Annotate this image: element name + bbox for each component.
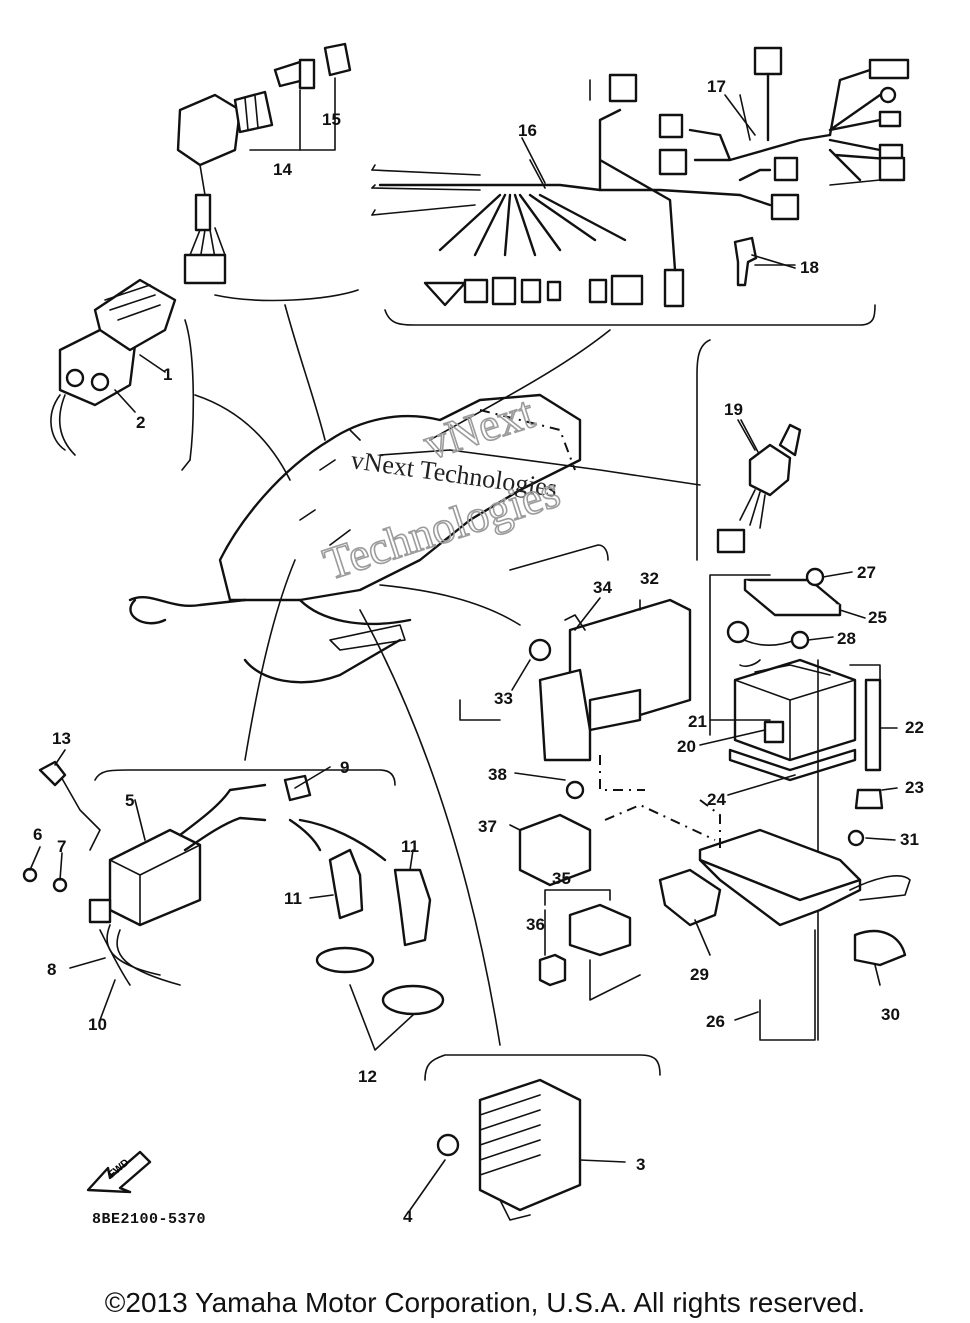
diagram-part-code: 8BE2100-5370 — [92, 1211, 207, 1228]
callout-34: 34 — [593, 578, 612, 597]
callout-9: 9 — [340, 758, 349, 777]
voltage-regulator — [424, 1054, 661, 1221]
callout-32: 32 — [640, 569, 659, 588]
callout-19: 19 — [724, 400, 743, 419]
callout-38: 38 — [488, 765, 507, 784]
callout-3: 3 — [636, 1155, 645, 1174]
ignition-coil-assembly — [22, 760, 445, 1051]
wire-harness — [371, 46, 910, 326]
callout-8: 8 — [47, 960, 56, 979]
callout-28: 28 — [837, 629, 856, 648]
callout-1: 1 — [163, 365, 172, 384]
kill-switch-assembly — [696, 339, 802, 561]
battery-bracket — [658, 799, 911, 1041]
callout-37: 37 — [478, 817, 497, 836]
callout-12: 12 — [358, 1067, 377, 1086]
callout-numbers: 1 2 3 4 5 6 7 8 9 10 11 11 12 13 14 15 1… — [33, 77, 924, 1226]
relay-assembly — [518, 780, 716, 1001]
watermark: vNext Technologies vNext Technologies — [317, 385, 567, 590]
callout-10: 10 — [88, 1015, 107, 1034]
callout-15: 15 — [322, 110, 341, 129]
mount-plate — [459, 544, 692, 791]
callout-6: 6 — [33, 825, 42, 844]
callout-36: 36 — [526, 915, 545, 934]
handlebar-switch — [50, 278, 195, 471]
callout-11a: 11 — [284, 889, 302, 908]
callout-33: 33 — [494, 689, 513, 708]
callout-25: 25 — [868, 608, 887, 627]
callout-18: 18 — [800, 258, 819, 277]
main-switch-assembly — [176, 42, 359, 302]
callout-2: 2 — [136, 413, 145, 432]
callout-22: 22 — [905, 718, 924, 737]
fwd-arrow-icon: FWD — [86, 1150, 152, 1194]
snowmobile-body — [128, 393, 582, 684]
callout-20: 20 — [677, 737, 696, 756]
callout-7: 7 — [57, 837, 66, 856]
callout-13: 13 — [52, 729, 71, 748]
callout-26: 26 — [706, 1012, 725, 1031]
callout-35: 35 — [552, 869, 571, 888]
callout-11b: 11 — [401, 837, 419, 856]
callout-23: 23 — [905, 778, 924, 797]
callout-14: 14 — [273, 160, 292, 179]
copyright-notice: ©2013 Yamaha Motor Corporation, U.S.A. A… — [104, 1287, 866, 1318]
callout-31: 31 — [900, 830, 919, 849]
callout-30: 30 — [881, 1005, 900, 1024]
callout-4: 4 — [403, 1207, 413, 1226]
watermark-line-2a: vNext — [417, 386, 540, 469]
body-leader-lines — [194, 304, 701, 1046]
callout-24: 24 — [707, 790, 726, 809]
callout-21: 21 — [688, 712, 707, 731]
callout-leaders — [29, 94, 898, 1211]
callout-17: 17 — [707, 77, 726, 96]
callout-29: 29 — [690, 965, 709, 984]
battery-assembly — [709, 567, 884, 1041]
callout-27: 27 — [857, 563, 876, 582]
callout-5: 5 — [125, 791, 134, 810]
callout-16: 16 — [518, 121, 537, 140]
